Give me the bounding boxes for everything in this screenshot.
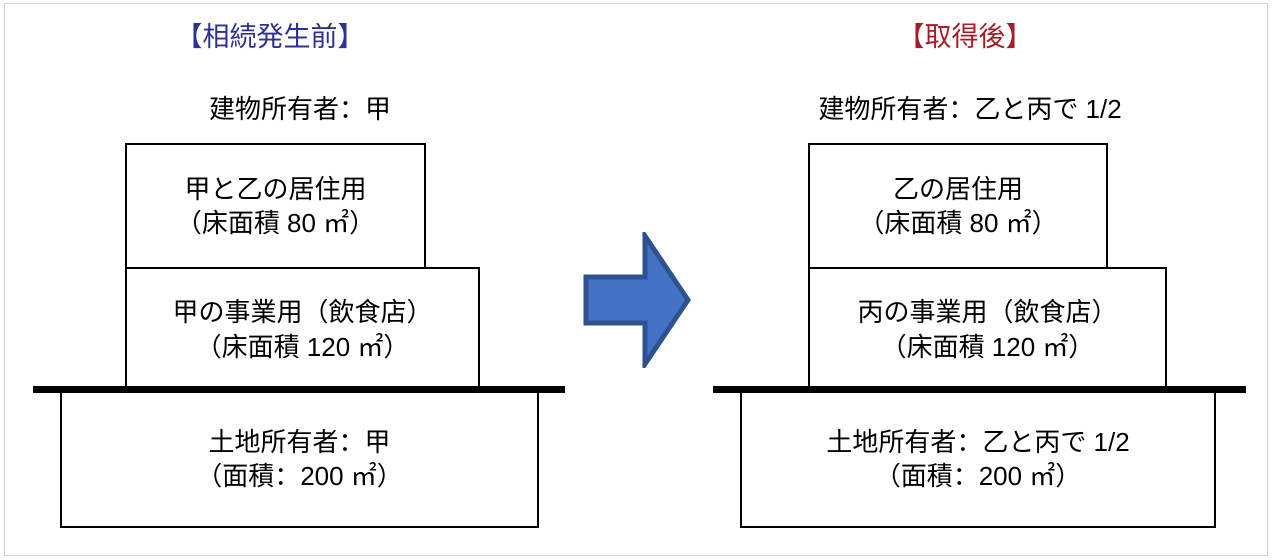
right-land-box: 土地所有者：乙と丙で 1/2 （面積：200 ㎡） [740,390,1216,528]
left-lower-floor-area: （床面積 120 ㎡） [195,331,410,362]
right-lower-floor-use: 丙の事業用（飲食店） [857,297,1118,328]
right-upper-floor-box: 乙の居住用 （床面積 80 ㎡） [808,143,1108,269]
right-building-owner-label: 建物所有者：乙と丙で 1/2 [818,94,1122,124]
right-lower-floor-box: 丙の事業用（飲食店） （床面積 120 ㎡） [808,267,1167,392]
right-land-area: （面積：200 ㎡） [874,461,1082,491]
left-building-owner-label: 建物所有者：甲 [208,94,391,124]
right-arrow-icon [582,227,692,373]
right-land-owner: 土地所有者：乙と丙で 1/2 [826,426,1130,457]
right-lower-floor-area: （床面積 120 ㎡） [880,331,1095,362]
left-land-box: 土地所有者：甲 （面積：200 ㎡） [60,390,539,528]
left-section-title: 【相続発生前】 [175,22,365,52]
left-land-area: （面積：200 ㎡） [196,461,403,491]
left-lower-floor-use: 甲の事業用（飲食店） [172,297,433,328]
left-upper-floor-area: （床面積 80 ㎡） [175,208,376,238]
right-upper-floor-area: （床面積 80 ㎡） [858,208,1058,238]
right-ground-line [713,386,1246,393]
left-land-owner: 土地所有者：甲 [208,426,391,457]
left-upper-floor-box: 甲と乙の居住用 （床面積 80 ㎡） [125,143,426,269]
left-upper-floor-use: 甲と乙の居住用 [184,173,367,204]
right-section-title: 【取得後】 [897,22,1033,52]
left-ground-line [33,386,565,393]
right-upper-floor-use: 乙の居住用 [892,173,1023,204]
left-lower-floor-box: 甲の事業用（飲食店） （床面積 120 ㎡） [125,267,480,392]
